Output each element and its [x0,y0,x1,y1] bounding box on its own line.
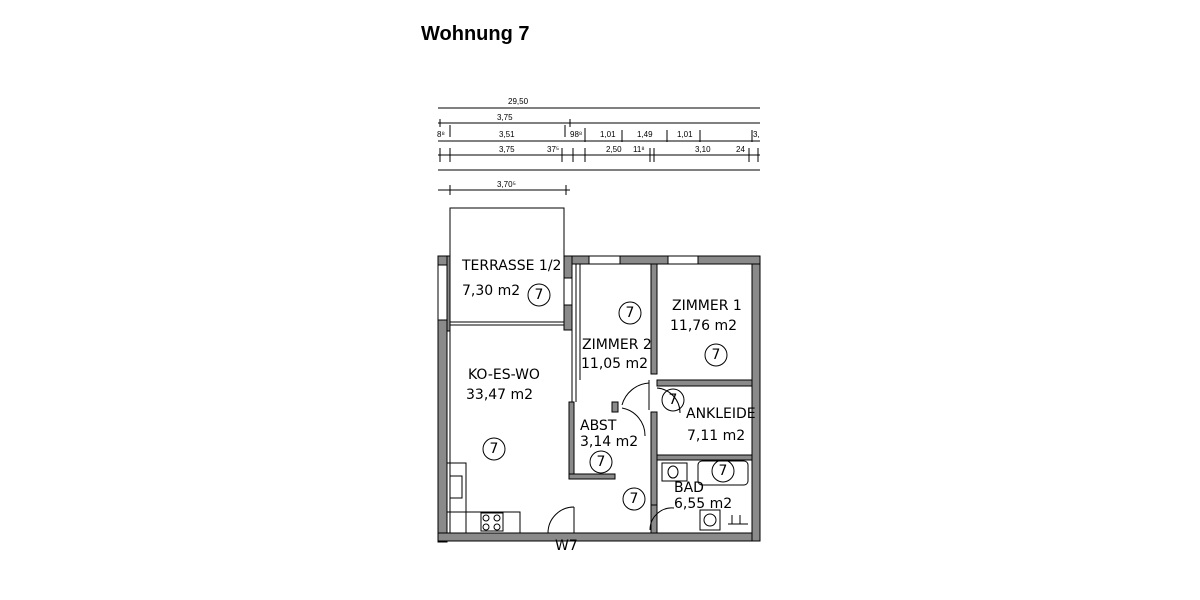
marker-ankleide: 7 [669,392,678,408]
room-label-terrasse: TERRASSE 1/2 [461,258,561,274]
windows [437,255,699,321]
dim-row4-a: 3,75 [499,145,515,154]
marker-hall-circle [622,487,646,511]
page-title: Wohnung 7 [421,23,530,45]
marker-abst: 7 [597,454,606,470]
dim-row3-f: 1,01 [677,130,693,139]
dim-row3-a: 8⁸ [437,130,445,139]
dim-row4-c: 2,50 [606,145,622,154]
marker-hall: 7 [630,491,639,507]
dim-row4-b: 37⁵ [547,145,559,154]
marker-ko-es-wo: 7 [490,441,499,457]
dim-terrace: 3,70⁵ [497,180,516,189]
room-label-zimmer-1: ZIMMER 1 [672,298,742,314]
room-label-bad: BAD [674,480,704,496]
dim-row3-b: 3,51 [499,130,515,139]
room-area-ankleide: 7,11 m2 [687,428,745,444]
marker-abst-circle [589,450,613,474]
dim-total: 29,50 [508,97,529,106]
dim-row4-f: 24 [736,145,745,154]
marker-bad: 7 [719,463,728,479]
marker-zimmer-1-circle [704,343,728,367]
room-label-ankleide: ANKLEIDE [686,406,756,422]
dim-row3-c: 98⁸ [570,130,582,139]
room-area-zimmer-1: 11,76 m2 [670,318,737,334]
room-label-ko-es-wo: KO-ES-WO [468,367,540,383]
marker-zimmer-2-circle [618,301,642,325]
room-area-terrasse: 7,30 m2 [462,283,520,299]
dim-row3-g: 3, [753,130,760,139]
door-label: W7 [555,538,578,554]
room-label-zimmer-2: ZIMMER 2 [582,337,652,353]
room-area-ko-es-wo: 33,47 m2 [466,387,533,403]
room-area-abst: 3,14 m2 [580,434,638,450]
marker-ankleide-circle [661,388,685,412]
marker-zimmer-1: 7 [712,347,721,363]
bath-fixtures [661,460,749,531]
marker-terrasse: 7 [535,287,544,303]
kitchen-counter [446,462,521,534]
marker-ko-es-wo-circle [482,437,506,461]
dim-row2-a: 3,75 [497,113,513,122]
room-label-abst: ABST [580,418,617,434]
dim-row4-d: 11⁸ [633,145,645,154]
dim-row3-d: 1,01 [600,130,616,139]
room-area-zimmer-2: 11,05 m2 [581,356,648,372]
marker-terrasse-circle [527,283,551,307]
dim-row3-e: 1,49 [637,130,653,139]
dimension-lines [438,107,760,195]
marker-bad-circle [711,459,735,483]
marker-zimmer-2: 7 [626,305,635,321]
interior-lines [449,264,681,534]
room-area-bad: 6,55 m2 [674,496,732,512]
dim-row4-e: 3,10 [695,145,711,154]
